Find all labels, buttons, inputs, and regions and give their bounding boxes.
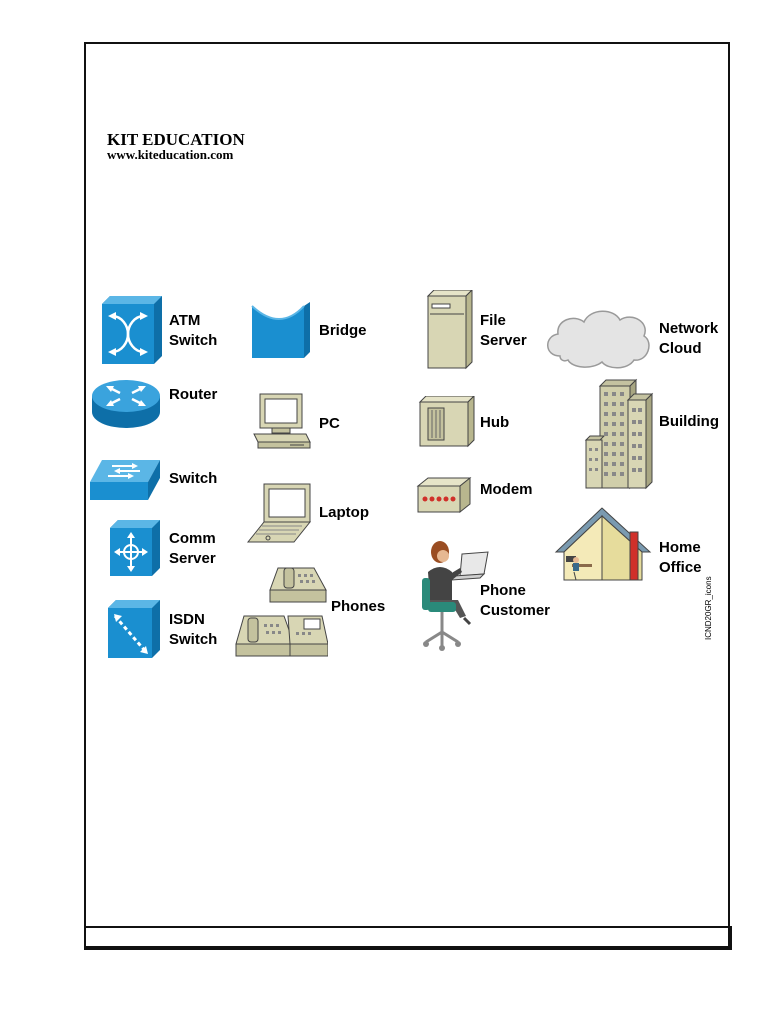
phone-customer-icon [422, 541, 489, 651]
switch-icon [90, 460, 160, 500]
footer-box [84, 926, 732, 948]
isdn-switch-icon [108, 600, 160, 658]
router-icon [92, 380, 160, 428]
switch-label: Switch [169, 470, 218, 487]
atm-switch-icon [102, 296, 162, 364]
bridge-label: Bridge [319, 322, 367, 339]
phones-label: Phones [331, 598, 386, 615]
modem-label: Modem [480, 481, 533, 498]
comm-server-icon [110, 520, 160, 576]
pc-label: PC [319, 415, 340, 432]
file-server-icon [426, 290, 473, 370]
laptop-label: Laptop [319, 504, 369, 521]
router-label: Router [169, 386, 218, 403]
figure-caption: ICND20GR_icons [704, 576, 713, 640]
building-icon [584, 378, 654, 490]
brand-block: KIT EDUCATION www.kiteducation.com [107, 131, 245, 162]
brand-name: KIT EDUCATION [107, 130, 245, 149]
bridge-icon [251, 302, 310, 358]
footer-rule-bottom [84, 947, 732, 950]
page-frame [84, 42, 730, 948]
building-label: Building [659, 413, 719, 430]
phones-icon [235, 567, 328, 657]
brand-url: www.kiteducation.com [107, 147, 234, 162]
network-cloud-icon [547, 310, 650, 369]
hub-icon [418, 396, 475, 448]
pc-icon [253, 393, 311, 449]
hub-label: Hub [480, 414, 510, 431]
home-office-icon [554, 507, 652, 581]
modem-icon [416, 476, 472, 514]
laptop-icon [246, 483, 312, 543]
footer-rule-top [84, 926, 732, 928]
